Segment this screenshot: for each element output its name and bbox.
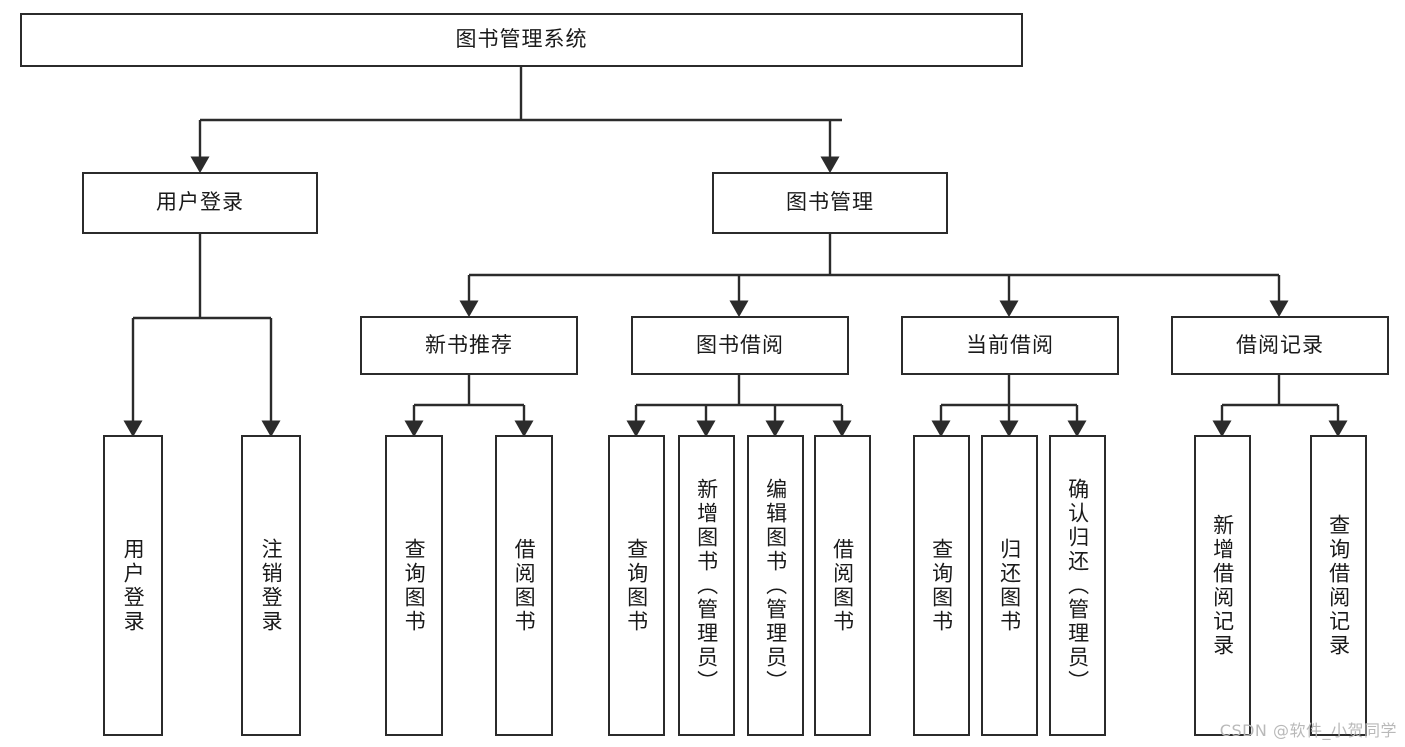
node-leaf-borrow-record-query[interactable]: 查询借阅记录: [1310, 435, 1367, 736]
node-leaf-book-borrow-edit[interactable]: 编辑图书（管理员）: [747, 435, 804, 736]
node-leaf-label: 用户登录: [121, 537, 146, 634]
node-book-manage[interactable]: 图书管理: [712, 172, 948, 234]
node-leaf-book-borrow-add[interactable]: 新增图书（管理员）: [678, 435, 735, 736]
node-user-login[interactable]: 用户登录: [82, 172, 318, 234]
node-leaf-label: 查询图书: [624, 537, 649, 634]
node-leaf-current-borrow-return[interactable]: 归还图书: [981, 435, 1038, 736]
node-current-borrow[interactable]: 当前借阅: [901, 316, 1119, 375]
node-leaf-borrow-record-add[interactable]: 新增借阅记录: [1194, 435, 1251, 736]
node-book-borrow[interactable]: 图书借阅: [631, 316, 849, 375]
node-leaf-book-borrow-query[interactable]: 查询图书: [608, 435, 665, 736]
node-new-book-recommend[interactable]: 新书推荐: [360, 316, 578, 375]
node-leaf-label: 借阅图书: [830, 537, 855, 634]
node-leaf-label: 编辑图书（管理员）: [763, 477, 788, 694]
node-borrow-record[interactable]: 借阅记录: [1171, 316, 1389, 375]
node-leaf-label: 确认归还（管理员）: [1065, 477, 1090, 694]
node-leaf-label: 注销登录: [259, 537, 284, 634]
node-leaf-current-borrow-query[interactable]: 查询图书: [913, 435, 970, 736]
node-leaf-user-login-signin[interactable]: 用户登录: [103, 435, 163, 736]
node-leaf-label: 归还图书: [997, 537, 1022, 634]
node-book-manage-label: 图书管理: [786, 190, 874, 215]
node-leaf-label: 查询图书: [402, 537, 427, 634]
node-leaf-label: 借阅图书: [512, 537, 537, 634]
node-leaf-book-borrow-lend[interactable]: 借阅图书: [814, 435, 871, 736]
node-user-login-label: 用户登录: [156, 190, 244, 215]
node-root-system-label: 图书管理系统: [455, 27, 588, 52]
node-leaf-label: 查询借阅记录: [1326, 513, 1351, 658]
node-leaf-label: 查询图书: [929, 537, 954, 634]
node-book-borrow-label: 图书借阅: [696, 332, 784, 357]
node-new-book-recommend-label: 新书推荐: [425, 332, 513, 357]
node-leaf-label: 新增借阅记录: [1210, 513, 1235, 658]
node-root-system[interactable]: 图书管理系统: [20, 13, 1023, 67]
node-leaf-label: 新增图书（管理员）: [694, 477, 719, 694]
node-leaf-user-login-signout[interactable]: 注销登录: [241, 435, 301, 736]
node-borrow-record-label: 借阅记录: [1236, 332, 1324, 357]
node-current-borrow-label: 当前借阅: [966, 332, 1054, 357]
node-leaf-current-borrow-confirm-return[interactable]: 确认归还（管理员）: [1049, 435, 1106, 736]
csdn-watermark: CSDN @软件_小贺同学: [1219, 721, 1397, 740]
node-leaf-new-book-borrow[interactable]: 借阅图书: [495, 435, 553, 736]
node-leaf-new-book-query[interactable]: 查询图书: [385, 435, 443, 736]
